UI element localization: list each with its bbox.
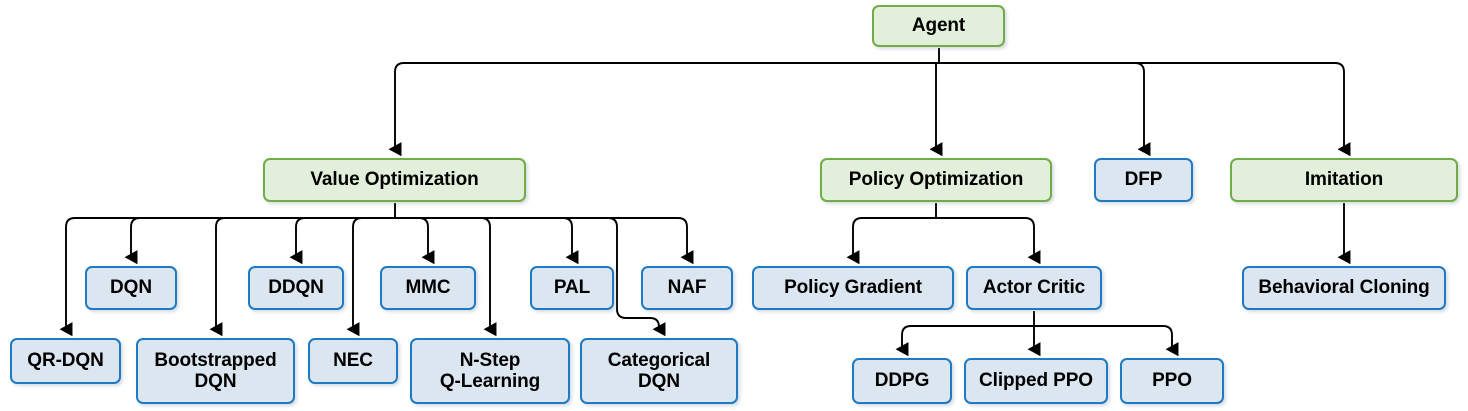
edge-value-optimization-to-qr-dqn bbox=[59, 217, 395, 337]
node-label: Imitation bbox=[1304, 169, 1384, 191]
node-label: QR-DQN bbox=[27, 350, 104, 372]
edge-value-optimization-to-pal bbox=[395, 217, 579, 265]
node-label: DDQN bbox=[268, 277, 324, 299]
edge-agent-to-value-optimization bbox=[388, 62, 939, 157]
node-n-step-q-learning[interactable]: N-Step Q-Learning bbox=[410, 338, 570, 404]
node-behavioral-cloning[interactable]: Behavioral Cloning bbox=[1242, 266, 1446, 310]
node-label: Policy Gradient bbox=[784, 277, 922, 299]
edge-actor-critic-to-ddpg bbox=[895, 325, 1034, 357]
edge-value-optimization-to-ddqn bbox=[289, 217, 395, 265]
edge-policy-optimization-to-actor-critic bbox=[936, 217, 1041, 265]
edge-value-optimization-to-nec bbox=[346, 217, 395, 337]
node-label: DDPG bbox=[874, 370, 930, 392]
node-label: PAL bbox=[553, 277, 591, 299]
edge-actor-critic-to-ppo bbox=[1034, 325, 1179, 357]
node-imitation[interactable]: Imitation bbox=[1230, 158, 1458, 202]
node-bootstrapped-dqn[interactable]: Bootstrapped DQN bbox=[136, 338, 295, 404]
edge-value-optimization-to-categorical-dqn bbox=[395, 217, 666, 337]
node-label: Clipped PPO bbox=[979, 370, 1093, 392]
node-pal[interactable]: PAL bbox=[530, 266, 614, 310]
node-label: MMC bbox=[405, 277, 451, 299]
node-label: Agent bbox=[911, 15, 966, 37]
node-dfp[interactable]: DFP bbox=[1094, 158, 1193, 202]
node-naf[interactable]: NAF bbox=[641, 266, 733, 310]
node-clipped-ppo[interactable]: Clipped PPO bbox=[964, 358, 1108, 404]
node-value-optimization[interactable]: Value Optimization bbox=[263, 158, 526, 202]
node-ddpg[interactable]: DDPG bbox=[852, 358, 952, 404]
node-label: DFP bbox=[1124, 169, 1163, 191]
node-ddqn[interactable]: DDQN bbox=[248, 266, 344, 310]
edge-value-optimization-to-mmc bbox=[395, 217, 435, 265]
node-label: Actor Critic bbox=[982, 277, 1086, 299]
node-label: PPO bbox=[1152, 370, 1192, 392]
node-actor-critic[interactable]: Actor Critic bbox=[966, 266, 1102, 310]
edge-agent-to-policy-optimization bbox=[929, 62, 943, 157]
node-ppo[interactable]: PPO bbox=[1120, 358, 1224, 404]
node-label: NEC bbox=[333, 350, 373, 372]
edge-agent-to-imitation bbox=[939, 62, 1351, 157]
node-nec[interactable]: NEC bbox=[308, 338, 398, 384]
node-label: N-Step Q-Learning bbox=[439, 349, 541, 392]
edge-value-optimization-to-dqn bbox=[124, 217, 395, 265]
node-label: Bootstrapped DQN bbox=[154, 349, 277, 392]
node-policy-gradient[interactable]: Policy Gradient bbox=[752, 266, 954, 310]
node-label: NAF bbox=[667, 277, 707, 299]
node-policy-optimization[interactable]: Policy Optimization bbox=[820, 158, 1052, 202]
edge-value-optimization-to-bootstrapped-dqn bbox=[209, 217, 395, 337]
edge-value-optimization-to-naf bbox=[395, 217, 694, 265]
node-dqn[interactable]: DQN bbox=[85, 266, 177, 310]
node-label: Value Optimization bbox=[310, 169, 479, 191]
edge-policy-optimization-to-policy-gradient bbox=[846, 217, 936, 265]
node-mmc[interactable]: MMC bbox=[380, 266, 476, 310]
node-label: DQN bbox=[110, 277, 152, 299]
edge-agent-to-dfp bbox=[939, 62, 1151, 157]
edge-group bbox=[59, 48, 1351, 357]
node-label: Categorical DQN bbox=[607, 349, 711, 392]
node-label: Policy Optimization bbox=[848, 169, 1024, 191]
node-label: Behavioral Cloning bbox=[1258, 277, 1430, 299]
node-categorical-dqn[interactable]: Categorical DQN bbox=[580, 338, 738, 404]
node-qr-dqn[interactable]: QR-DQN bbox=[10, 338, 121, 384]
node-agent[interactable]: Agent bbox=[872, 5, 1005, 47]
